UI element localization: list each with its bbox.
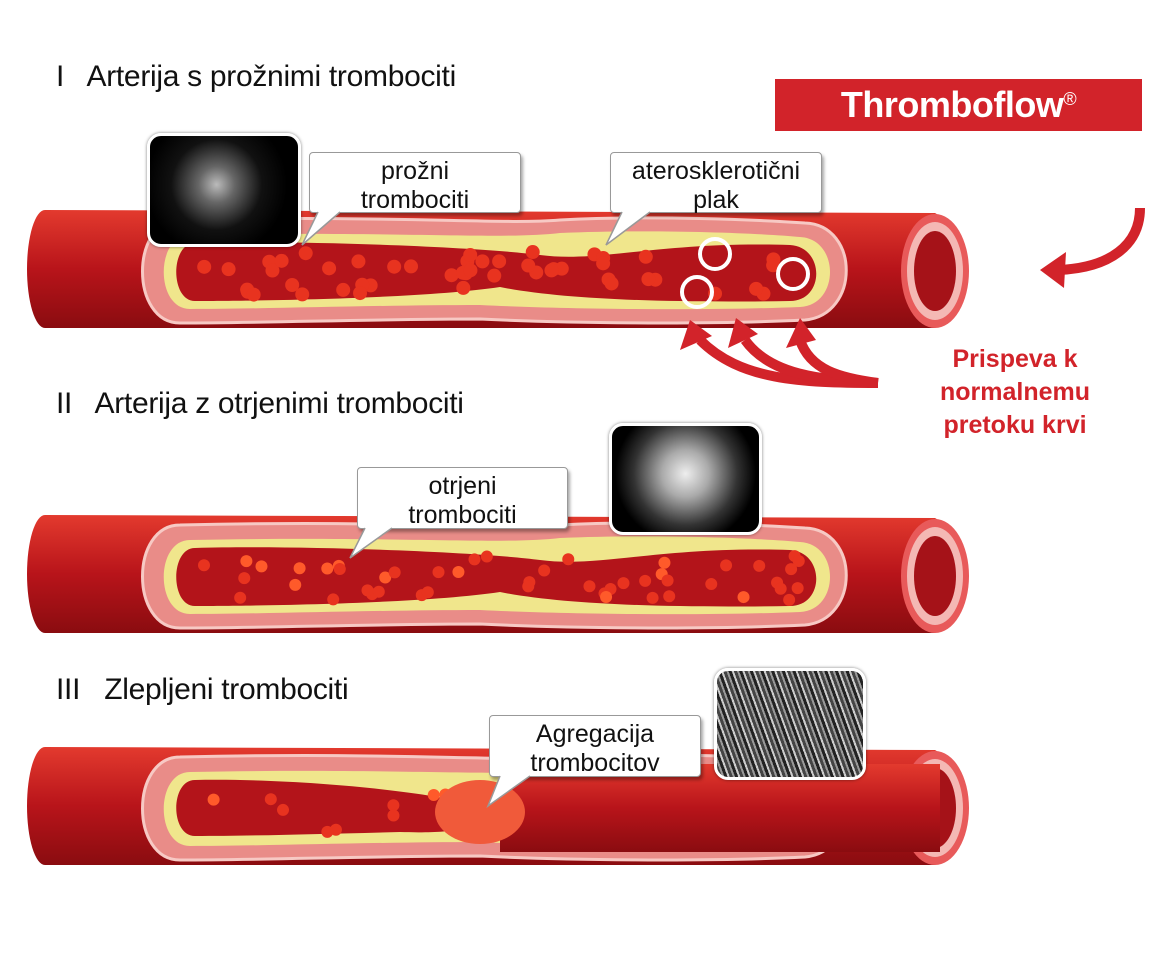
blood-cell (596, 256, 611, 271)
blood-cell (387, 259, 402, 274)
blood-cell (372, 585, 385, 598)
blood-cell (456, 280, 471, 295)
blood-cell (538, 564, 551, 577)
blood-cell (295, 287, 310, 302)
blood-cell (404, 259, 419, 274)
blood-cell (646, 591, 659, 604)
blood-cell (298, 246, 313, 261)
blood-cell (265, 263, 280, 278)
stiff-platelet (658, 556, 671, 569)
blood-cell (783, 593, 796, 606)
blood-cell (285, 278, 300, 293)
blood-cell (583, 580, 596, 593)
blood-cell (749, 281, 764, 296)
blood-cell (720, 559, 733, 572)
blood-cell (234, 591, 247, 604)
blood-cell (604, 276, 619, 291)
blood-cell (388, 566, 401, 579)
blood-cell (705, 578, 718, 591)
stiff-platelet (255, 560, 268, 573)
blood-cell (387, 809, 400, 822)
stiff-platelet (452, 565, 465, 578)
blood-cell (562, 553, 575, 566)
stiff-platelet (737, 591, 750, 604)
stiff-platelet (289, 578, 302, 591)
blood-cell (785, 563, 798, 576)
blood-cell (480, 550, 493, 563)
blood-cell (274, 253, 289, 268)
blood-cell (197, 259, 212, 274)
blood-cell (432, 566, 445, 579)
blood-cell (238, 572, 251, 585)
aggregation-micrograph (714, 668, 866, 780)
blood-cell (639, 574, 652, 587)
flexible-platelets-micrograph (147, 133, 301, 247)
blood-cell (544, 263, 559, 278)
blood-cell (327, 593, 340, 606)
blood-cell (522, 580, 535, 593)
blood-cell (468, 553, 481, 566)
blood-cell (221, 262, 236, 277)
blood-cell (663, 590, 676, 603)
blood-cell (554, 261, 569, 276)
blood-cell (525, 245, 540, 260)
blood-cell (353, 286, 368, 301)
blood-cell (641, 272, 656, 287)
blood-cell (766, 258, 781, 273)
blood-cell (322, 261, 337, 276)
blood-cell (791, 582, 804, 595)
stiff-platelet (240, 555, 253, 568)
stiff-platelet (293, 562, 306, 575)
blood-cell (387, 799, 400, 812)
blood-cell (246, 287, 261, 302)
stiff-platelets-micrograph (609, 423, 762, 535)
blood-cell (638, 249, 653, 264)
stiff-platelet (379, 571, 392, 584)
section-3-title: III Zlepljeni trombociti (56, 673, 349, 706)
section-1-title: I Arterija s prožnimi trombociti (56, 60, 456, 93)
blood-cell (264, 793, 277, 806)
curved-arrow-icon (1040, 252, 1066, 288)
blood-cell (792, 554, 805, 567)
blood-cell (487, 268, 502, 283)
blood-cell (444, 268, 459, 283)
blood-cell (492, 254, 507, 269)
blood-cell (336, 282, 351, 297)
section-2-title: II Arterija z otrjenimi trombociti (56, 387, 464, 420)
blood-cell (521, 258, 536, 273)
blood-cell (753, 559, 766, 572)
blood-cell (361, 584, 374, 597)
brand-logo: Thromboflow® (775, 79, 1142, 131)
blood-cell (351, 254, 366, 269)
blood-cell (708, 286, 723, 301)
stiff-platelet (321, 562, 334, 575)
blood-cell (321, 825, 334, 838)
stiff-platelet (207, 793, 220, 806)
blood-cell (333, 562, 346, 575)
stiff-platelet (427, 788, 440, 801)
blood-cell (463, 263, 478, 278)
blood-cell (475, 254, 490, 269)
stiff-platelet (600, 591, 613, 604)
blood-cell (277, 803, 290, 816)
artery-stiff-platelets (27, 515, 969, 633)
blood-cell (617, 577, 630, 590)
blood-cell (463, 247, 478, 262)
blood-cell (421, 586, 434, 599)
blood-cell (661, 574, 674, 587)
blood-cell (197, 559, 210, 572)
blood-cell (774, 582, 787, 595)
platelet-clot (435, 780, 525, 844)
